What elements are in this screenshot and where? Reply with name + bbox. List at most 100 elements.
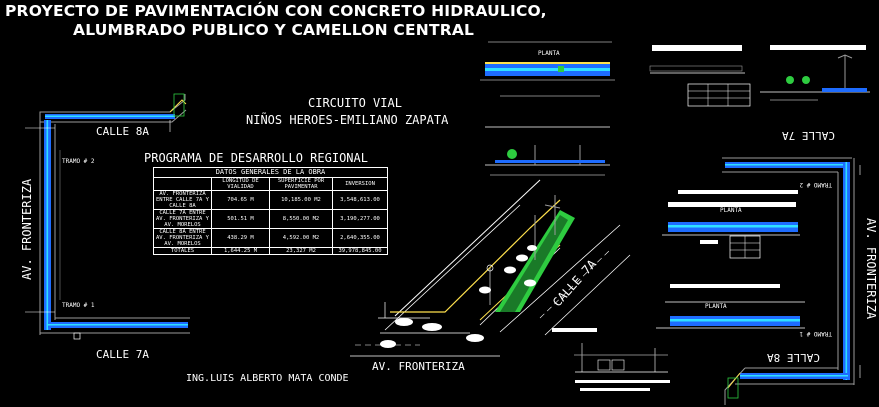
right-plan-road-bottom-center [740, 375, 848, 377]
car [466, 334, 484, 342]
table-title: DATOS GENERALES DE LA OBRA [153, 167, 388, 178]
right-plan [722, 157, 861, 405]
section-box [649, 65, 743, 72]
left-plan-road-left-center [46, 120, 49, 330]
tree [786, 76, 794, 84]
section-title-bar [678, 190, 798, 194]
tree [507, 149, 517, 159]
table-cell: 438.29 M [211, 228, 270, 248]
right-plan-curb [727, 372, 741, 389]
table-cell: 704.65 M [211, 190, 270, 210]
table-cell: 1,644.25 M [211, 247, 270, 255]
car [504, 266, 516, 274]
datos-obra-table: DATOS GENERALES DE LA OBRA LONGITUD DE V… [153, 167, 388, 255]
car [395, 318, 413, 326]
section-title-bar [652, 45, 742, 51]
label-tramo-2: TRAMO # 2 [62, 158, 95, 165]
label-calle-7a-left: CALLE 7A [96, 348, 149, 361]
label-av-fronteriza-right: AV. FRONTERIZA [864, 218, 878, 320]
car [422, 323, 442, 331]
street-light-arm [544, 204, 561, 209]
car [380, 340, 396, 348]
programa-title: PROGRAMA DE DESARROLLO REGIONAL [144, 151, 368, 165]
persp-edge [544, 254, 631, 336]
street-light-arm [837, 54, 853, 59]
section-box [611, 359, 625, 371]
label-calle-8a-right: CALLE 8A [767, 351, 820, 364]
table-cell: 2,640,355.00 [332, 228, 388, 248]
section-right-middle [662, 190, 800, 259]
label-calle-7a-right: CALLE 7A [782, 129, 835, 142]
section-title-bar [770, 45, 866, 50]
section-road-center [485, 68, 610, 71]
table-cell: 23,327 M2 [269, 247, 333, 255]
section-road [495, 160, 605, 163]
table-cell: TOTALES [153, 247, 212, 255]
section-note [575, 380, 670, 383]
section-title-bar [668, 202, 796, 207]
label-av-fronteriza-perspective: AV. FRONTERIZA [372, 360, 465, 373]
right-plan-road-top-center [725, 164, 845, 166]
label-planta-1: PLANTA [538, 50, 560, 57]
table-row: AV. FRONTERIZA ENTRE CALLE 7A Y CALLE 8A… [153, 190, 388, 210]
car [516, 254, 528, 262]
section-note [552, 328, 597, 332]
label-av-fronteriza-left: AV. FRONTERIZA [20, 178, 34, 280]
table-row: CALLE 8A ENTRE AV. FRONTERIZA Y AV. MORE… [153, 228, 388, 248]
section-middle [485, 126, 610, 176]
perspective-view [350, 179, 631, 357]
table-cell: 39,978,845.00 [332, 247, 388, 255]
lane-mark [539, 249, 611, 319]
label-tramo-2-right: TRAMO # 2 [799, 181, 832, 188]
section-box [597, 359, 611, 371]
title-line2: ALUMBRADO PUBLICO Y CAMELLON CENTRAL [73, 21, 475, 39]
table-cell: 8,550.00 M2 [269, 209, 333, 229]
section-right-lower [552, 284, 805, 391]
table-header: LONGITUD DE VIALIDAD [211, 177, 270, 191]
section-top-center [480, 41, 615, 97]
table-row: TOTALES 1,644.25 M 23,327 M2 39,978,845.… [153, 247, 388, 255]
right-plan-block [727, 377, 739, 399]
label-tramo-1-right: TRAMO # 1 [799, 330, 832, 337]
label-calle-8a-left: CALLE 8A [96, 125, 149, 138]
car [527, 245, 537, 251]
section-top-right [649, 45, 870, 107]
section-median [558, 66, 564, 72]
label-planta-3: PLANTA [705, 303, 727, 310]
car [524, 279, 536, 287]
tree [802, 76, 810, 84]
left-plan [25, 93, 190, 340]
left-plan-road-top-edge [40, 109, 187, 123]
table-cell: CALLE 8A ENTRE AV. FRONTERIZA Y AV. MORE… [153, 228, 212, 248]
marker [73, 332, 81, 340]
right-plan-road-right-center [845, 162, 848, 380]
table-cell: 4,592.00 M2 [269, 228, 333, 248]
table-row: CALLE 7A ENTRE AV. FRONTERIZA Y AV. MORE… [153, 209, 388, 229]
label-engineer: ING.LUIS ALBERTO MATA CONDE [186, 373, 349, 384]
table-cell: CALLE 7A ENTRE AV. FRONTERIZA Y AV. MORE… [153, 209, 212, 229]
persp-edge [499, 224, 621, 333]
table-header: INVERSION [332, 177, 388, 191]
title-line1: PROYECTO DE PAVIMENTACIÓN CON CONCRETO H… [5, 2, 547, 20]
table-cell: AV. FRONTERIZA ENTRE CALLE 7A Y CALLE 8A [153, 190, 212, 210]
circuito-vial-title: CIRCUITO VIAL [308, 96, 402, 110]
persp-median-shade [500, 215, 568, 312]
left-plan-road-bottom-center [48, 324, 188, 326]
section-road-center [668, 225, 798, 228]
table-cell: 3,548,613.00 [332, 190, 388, 210]
left-plan-block-top [173, 93, 185, 117]
car [479, 286, 491, 294]
section-note [580, 388, 650, 391]
table-cell: 3,190,277.00 [332, 209, 388, 229]
detail-table [687, 83, 751, 107]
label-planta-2: PLANTA [720, 207, 742, 214]
table-cell: 501.51 M [211, 209, 270, 229]
section-road-center [670, 319, 800, 322]
label-tramo-1: TRAMO # 1 [62, 302, 95, 309]
section-note [700, 240, 718, 244]
circuito-vial-subtitle: NIÑOS HEROES-EMILIANO ZAPATA [246, 113, 449, 127]
street-light-head [486, 264, 494, 272]
section-road [822, 88, 867, 92]
table-header [153, 177, 212, 191]
